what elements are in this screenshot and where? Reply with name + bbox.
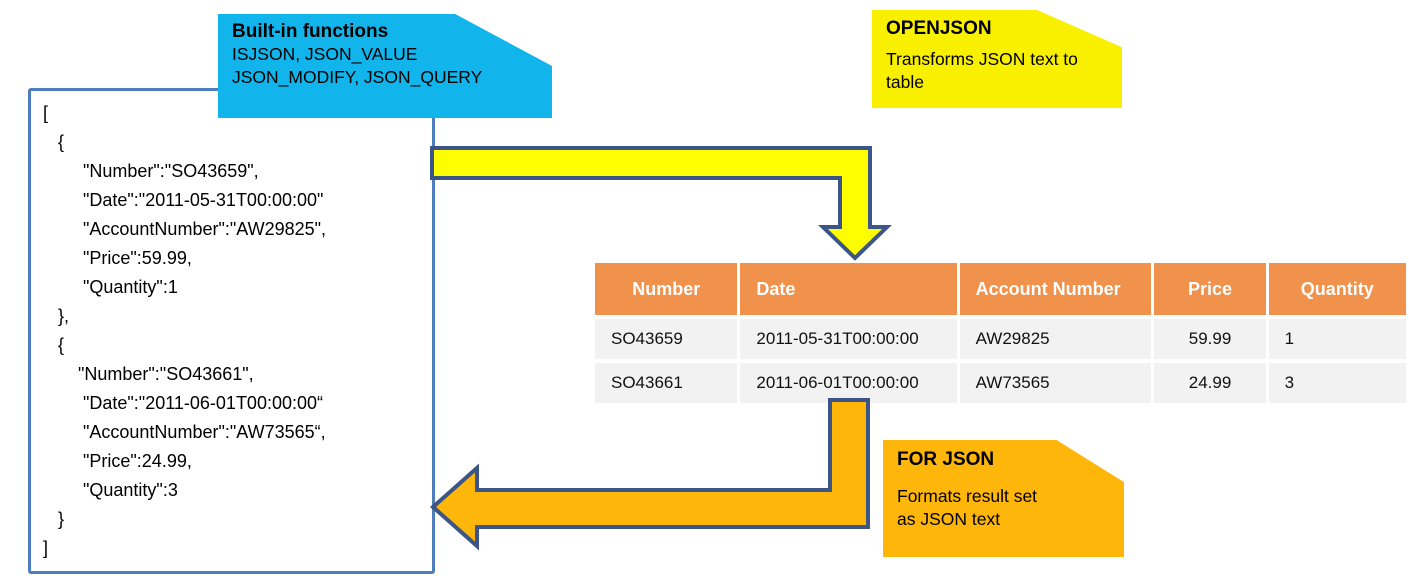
cell-price: 59.99 <box>1154 319 1266 359</box>
builtin-functions-title: Built-in functions <box>232 21 389 42</box>
openjson-arrow-json-to-table <box>430 146 892 261</box>
cell-date: 2011-06-01T00:00:00 <box>740 363 957 403</box>
column-header-quantity: Quantity <box>1268 263 1406 315</box>
column-header-account: Account Number <box>959 263 1152 315</box>
results-table: Number Date Account Number Price Quantit… <box>592 259 1409 407</box>
json-code: [ { "Number":"SO43659", "Date":"2011-05-… <box>43 103 327 558</box>
table-row: SO43661 2011-06-01T00:00:00 AW73565 24.9… <box>595 363 1406 403</box>
table-row: SO43659 2011-05-31T00:00:00 AW29825 59.9… <box>595 319 1406 359</box>
forjson-callout: FOR JSON Formats result set as JSON text <box>883 440 1124 557</box>
cell-account: AW29825 <box>959 319 1152 359</box>
results-table-wrap: Number Date Account Number Price Quantit… <box>592 259 1409 407</box>
builtin-functions-list: ISJSON, JSON_VALUE JSON_MODIFY, JSON_QUE… <box>232 44 483 88</box>
forjson-description: Formats result set as JSON text <box>897 486 1038 530</box>
header-row: Number Date Account Number Price Quantit… <box>595 263 1406 315</box>
json-text-box: [ { "Number":"SO43659", "Date":"2011-05-… <box>28 88 435 574</box>
openjson-title: OPENJSON <box>886 18 992 39</box>
column-header-price: Price <box>1154 263 1266 315</box>
cell-number: SO43661 <box>595 363 738 403</box>
column-header-date: Date <box>740 263 957 315</box>
cell-quantity: 3 <box>1268 363 1406 403</box>
cell-date: 2011-05-31T00:00:00 <box>740 319 957 359</box>
cell-price: 24.99 <box>1154 363 1266 403</box>
column-header-number: Number <box>595 263 738 315</box>
cell-account: AW73565 <box>959 363 1152 403</box>
forjson-title: FOR JSON <box>897 449 995 470</box>
cell-quantity: 1 <box>1268 319 1406 359</box>
forjson-arrow-table-to-json <box>429 398 870 551</box>
openjson-description: Transforms JSON text to table <box>886 49 1078 93</box>
cell-number: SO43659 <box>595 319 738 359</box>
